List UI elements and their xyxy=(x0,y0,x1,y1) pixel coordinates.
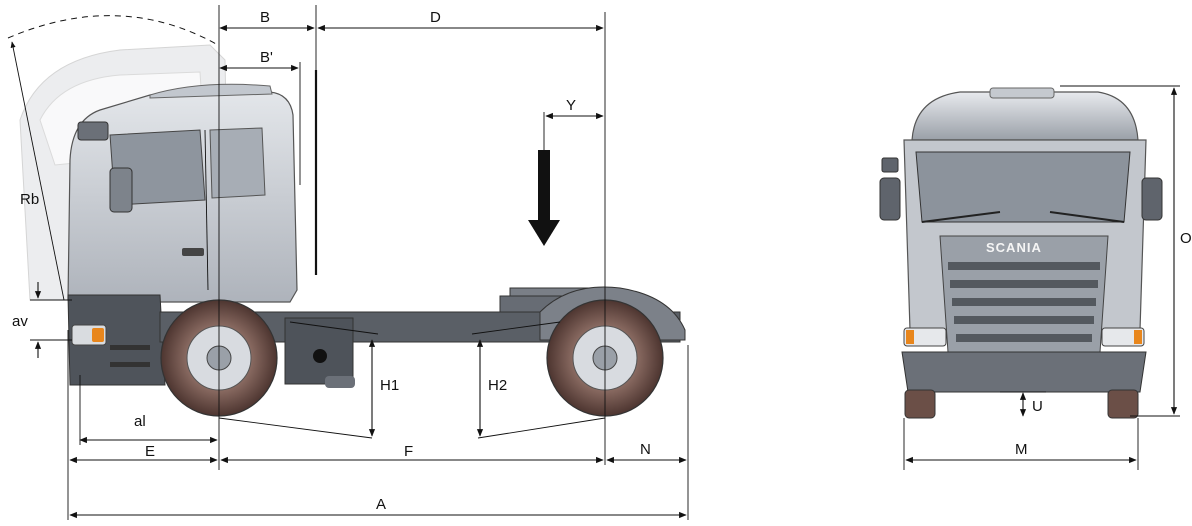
dim-label-D: D xyxy=(430,9,441,26)
dim-label-M: M xyxy=(1015,441,1028,458)
dim-label-av: av xyxy=(12,313,28,330)
dim-label-Y: Y xyxy=(566,97,576,114)
fifth-wheel-load-arrow xyxy=(528,150,560,246)
dim-label-N: N xyxy=(640,441,651,458)
dim-label-O: O xyxy=(1180,230,1192,247)
side-view: B D B' Y Rb av al E F N A xyxy=(7,5,689,520)
dim-label-al: al xyxy=(134,413,146,430)
dim-label-U: U xyxy=(1032,398,1043,415)
front-view: SCANIA O U M xyxy=(879,85,1192,470)
dim-label-E: E xyxy=(145,443,155,460)
dim-label-B-prime: B' xyxy=(260,49,273,66)
dim-label-H1: H1 xyxy=(380,377,399,394)
dim-label-F: F xyxy=(404,443,413,460)
brand-logo-text: SCANIA xyxy=(986,240,1042,255)
cab xyxy=(67,83,298,386)
dim-label-Rb: Rb xyxy=(20,191,39,208)
dim-label-B: B xyxy=(260,9,270,26)
dim-label-A: A xyxy=(376,496,386,513)
dim-label-H2: H2 xyxy=(488,377,507,394)
